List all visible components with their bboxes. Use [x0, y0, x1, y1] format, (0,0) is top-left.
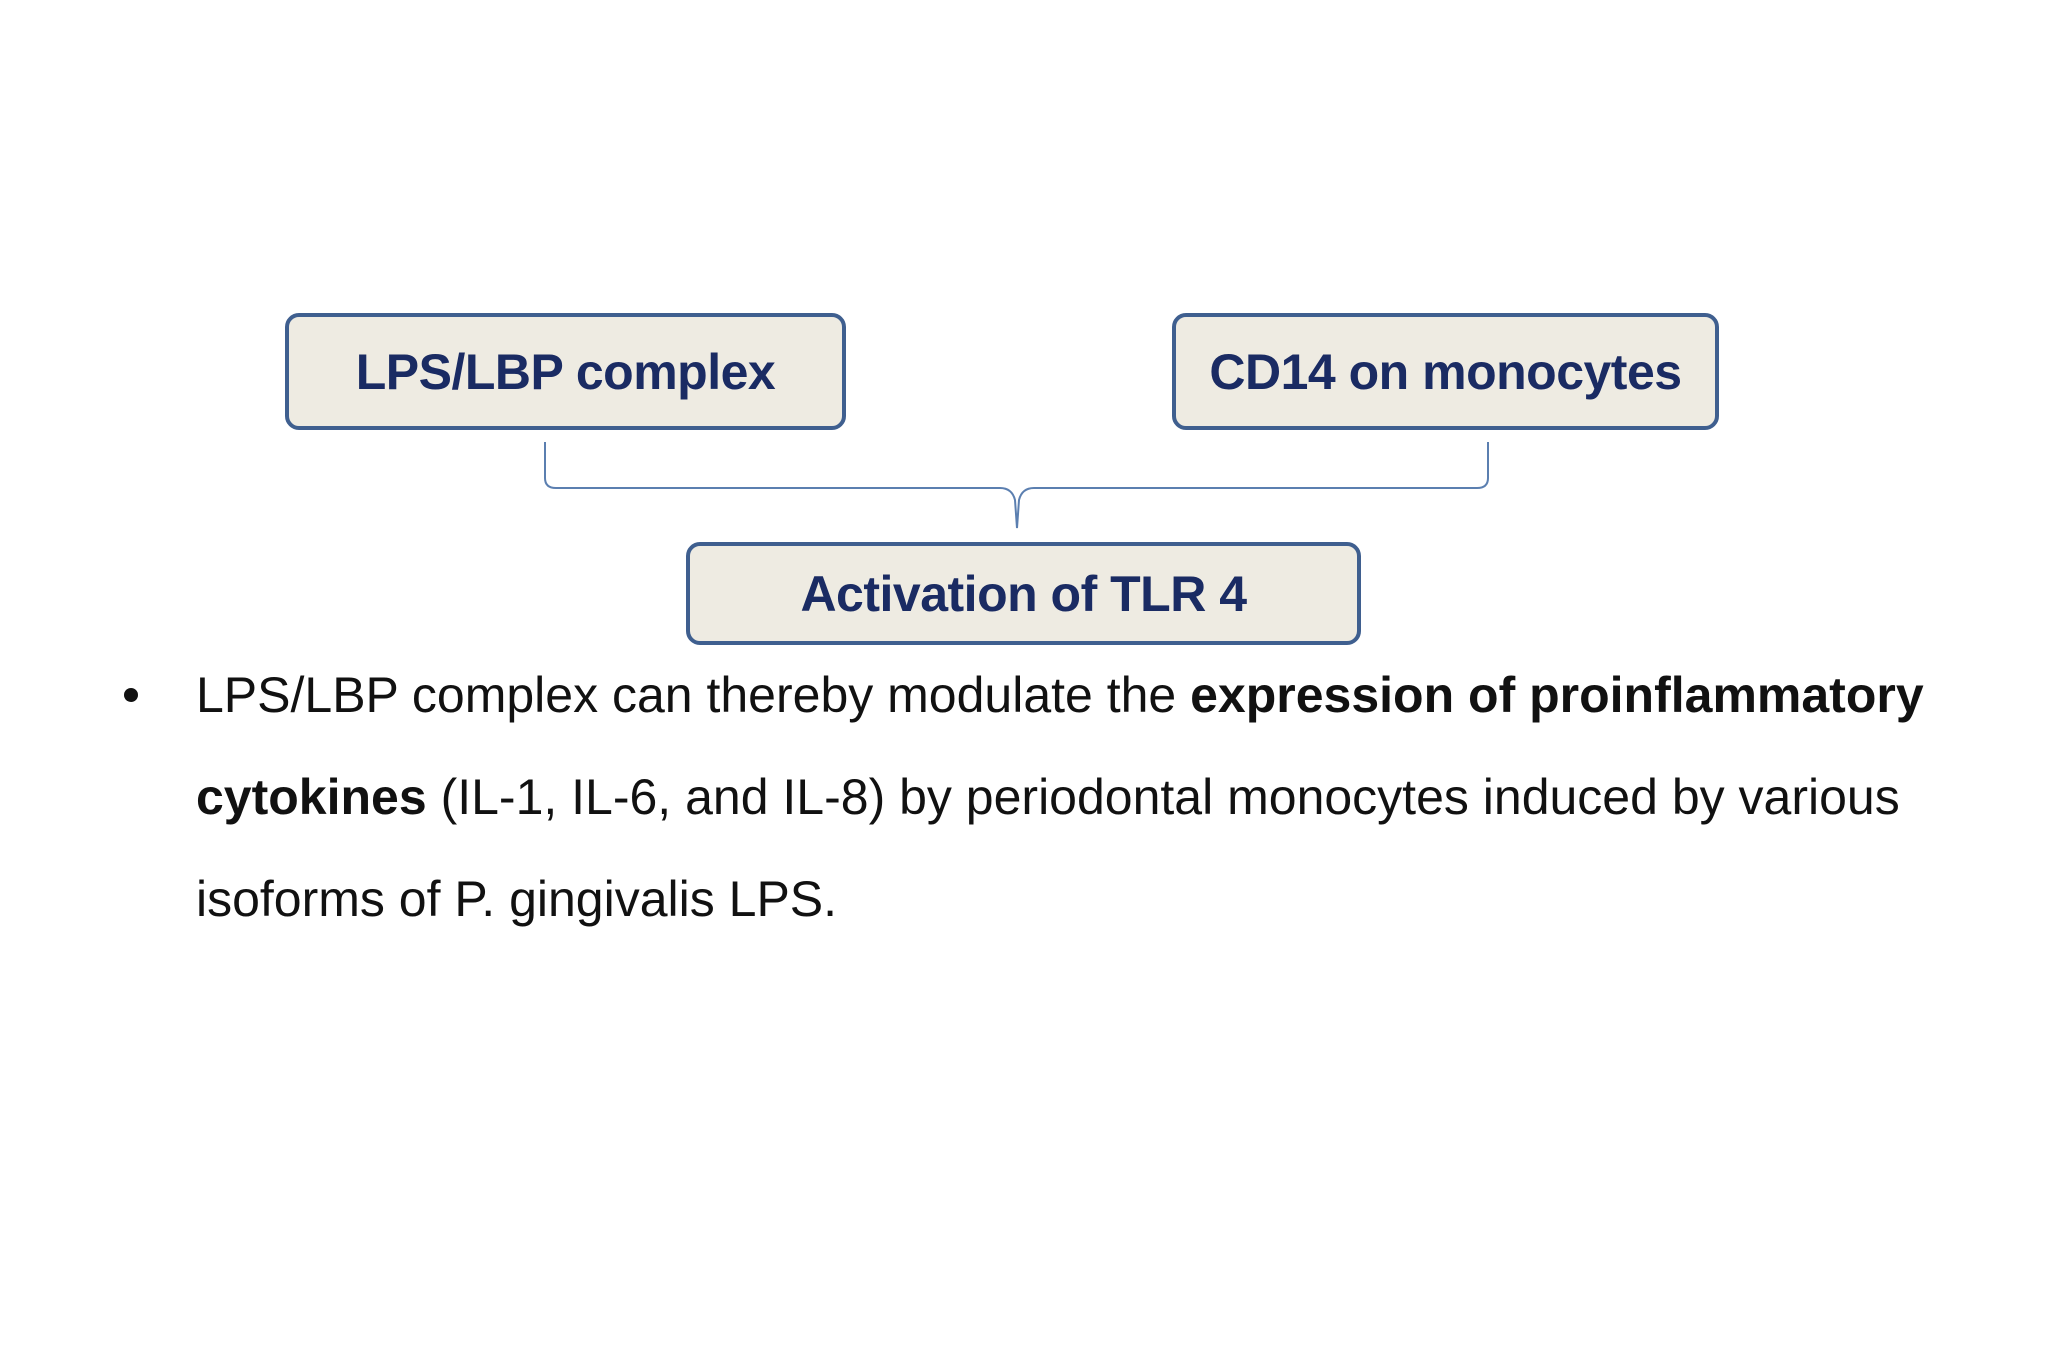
brace-path: [544, 442, 1489, 529]
bullet-marker: [124, 688, 138, 702]
joining-brace: [544, 442, 1489, 529]
bullet-text-part-1: LPS/LBP complex can thereby modulate the: [196, 667, 1191, 723]
cd14-monocytes-box: CD14 on monocytes: [1172, 313, 1719, 430]
activation-tlr4-box: Activation of TLR 4: [686, 542, 1361, 645]
lps-lbp-complex-box: LPS/LBP complex: [285, 313, 846, 430]
bullet-text: LPS/LBP complex can thereby modulate the…: [196, 644, 1996, 950]
cd14-monocytes-label: CD14 on monocytes: [1209, 343, 1682, 400]
bullet-text-part-2: (IL-1, IL-6, and IL-8) by periodontal mo…: [196, 769, 1900, 927]
lps-lbp-complex-label: LPS/LBP complex: [355, 343, 776, 400]
bullet-text-bold: expression of proinflammatory cytokines: [196, 667, 1924, 825]
activation-tlr4-label: Activation of TLR 4: [800, 565, 1247, 622]
